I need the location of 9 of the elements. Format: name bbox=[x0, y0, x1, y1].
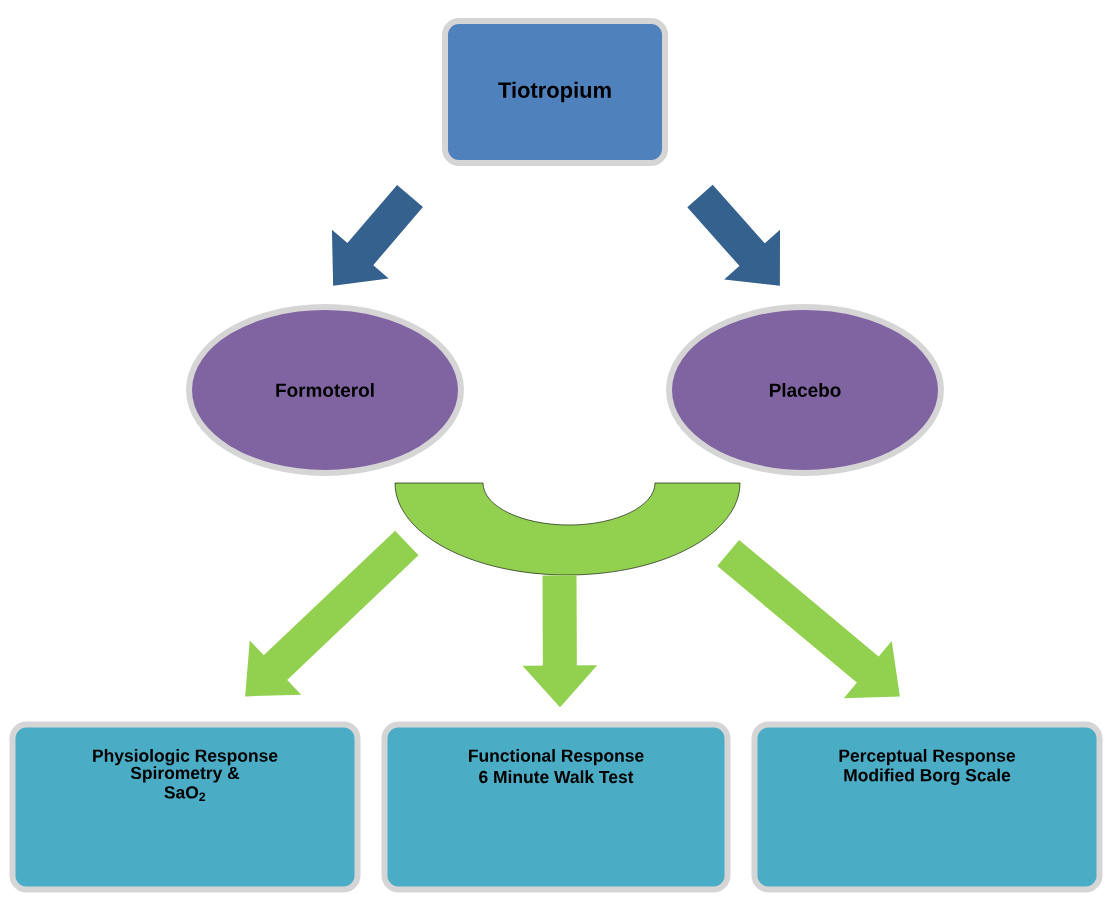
process-box: Functional Response 6 Minute Walk Test bbox=[381, 721, 731, 893]
arc-shape bbox=[394, 482, 741, 576]
oval-node: Placebo bbox=[666, 304, 944, 476]
process-box: Perceptual Response Modified Borg Scale bbox=[751, 721, 1103, 893]
process-box: Tiotropium bbox=[442, 18, 668, 166]
process-box: Physiologic Response Spirometry & SaO$_{2}$ bbox=[9, 721, 361, 893]
block-arrow bbox=[245, 530, 419, 697]
oval-node: Formoterol bbox=[186, 304, 464, 476]
block-arrow bbox=[687, 184, 781, 286]
